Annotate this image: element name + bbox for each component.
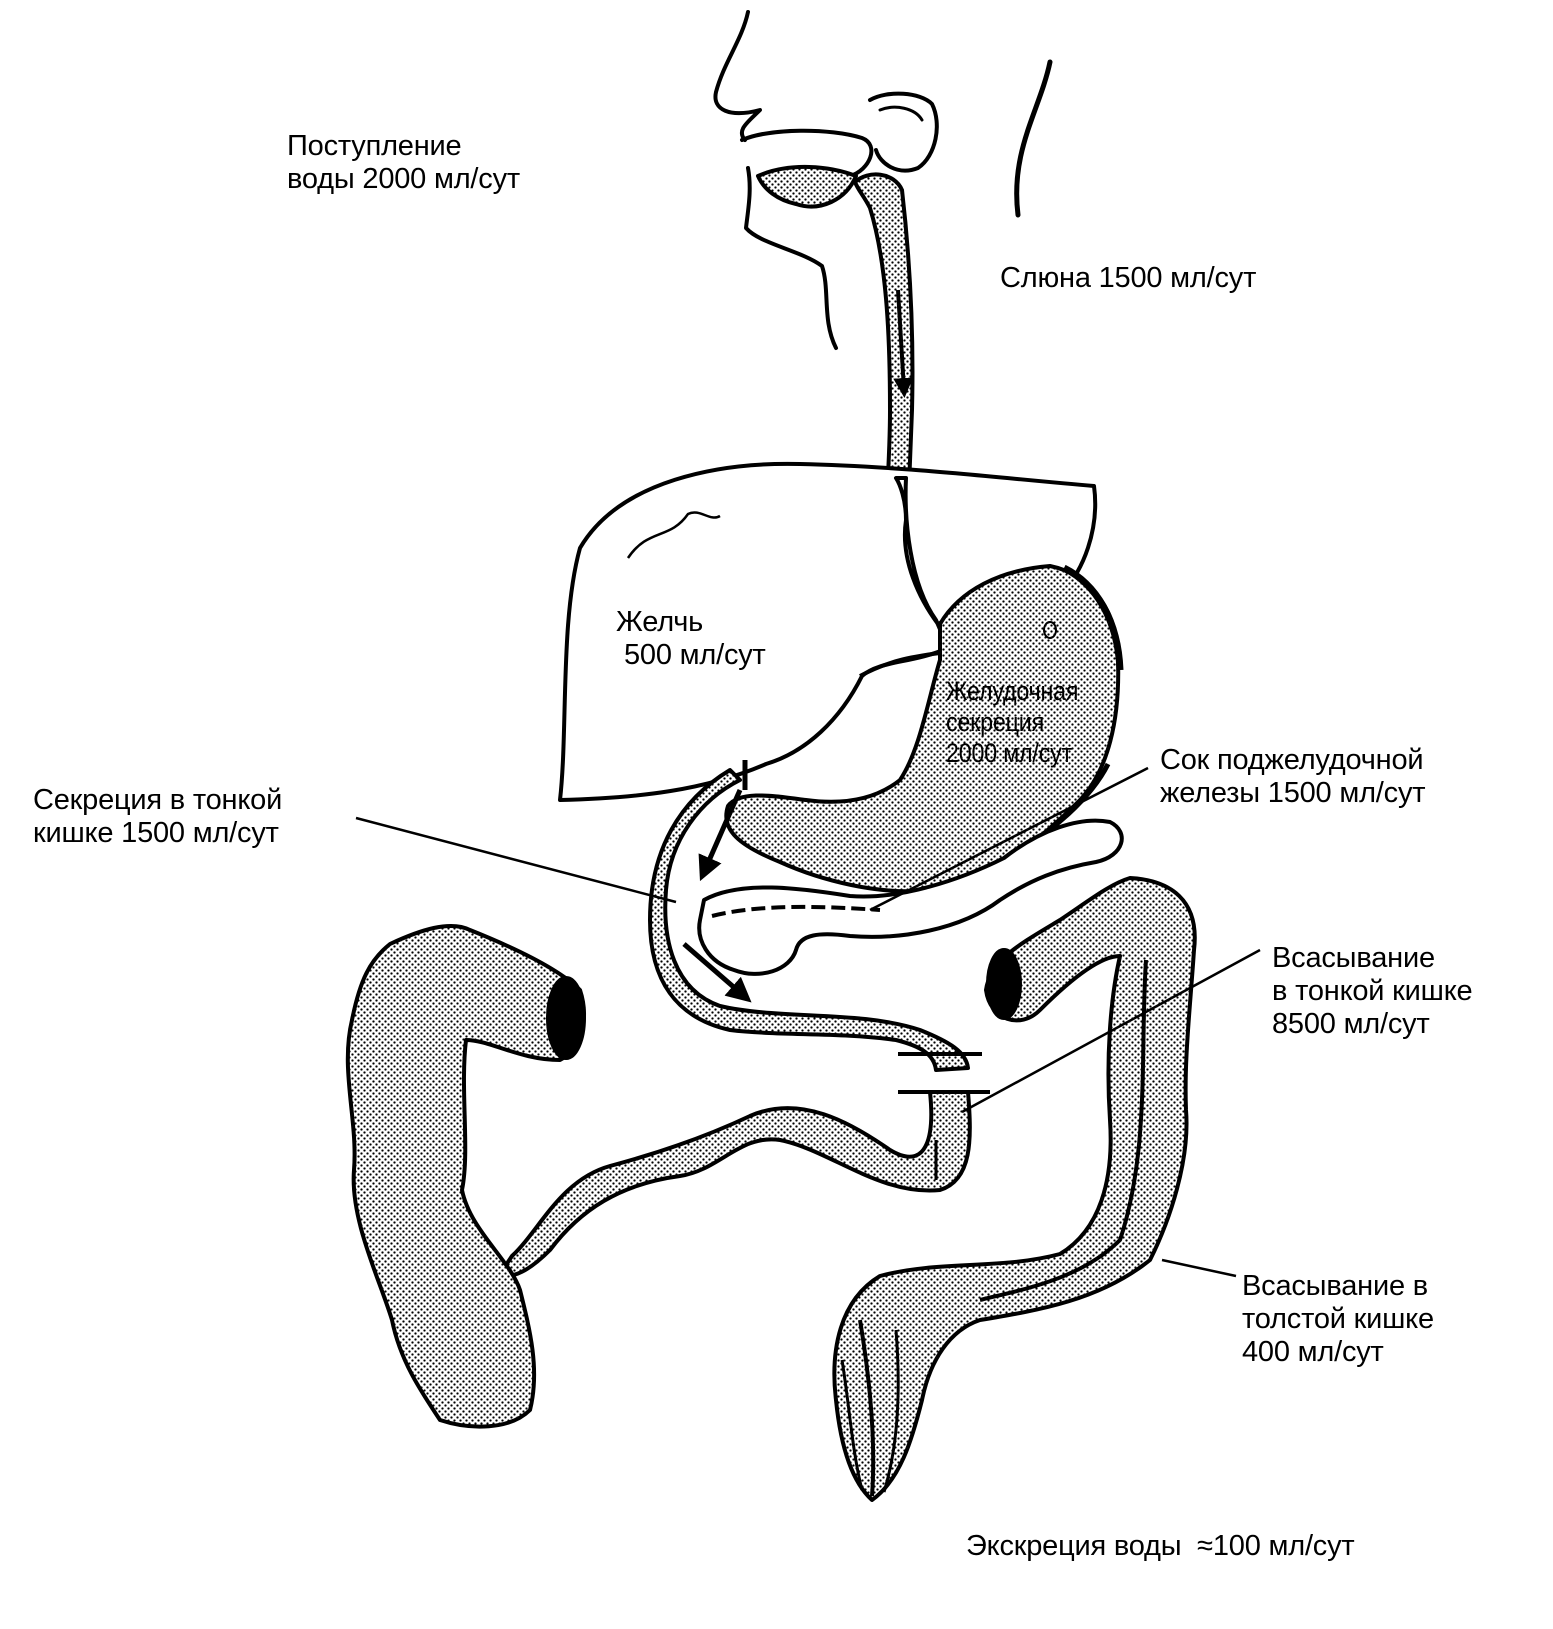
label-small-intestine-absorption: Всасывание в тонкой кишке 8500 мл/сут: [1272, 942, 1473, 1041]
label-large-absorption-line3: 400 мл/сут: [1242, 1336, 1384, 1368]
label-water-intake: Поступление воды 2000 мл/сут: [287, 130, 520, 196]
pancreas: [697, 818, 1124, 976]
label-small-secretion-line1: Секреция в тонкой: [33, 784, 283, 816]
label-gastric-secretion: Желудочная секреция 2000 мл/сут: [946, 676, 1079, 769]
digestive-tract-illustration: [345, 10, 1261, 1502]
small-intestine: [498, 1090, 972, 1278]
large-intestine: [345, 876, 1197, 1502]
duodenum: [648, 760, 990, 1094]
label-pancreatic-line1: Сок поджелудочной: [1160, 744, 1424, 776]
label-large-intestine-absorption: Всасывание в толстой кишке 400 мл/сут: [1242, 1270, 1434, 1369]
water-balance-diagram: Поступление воды 2000 мл/сут Слюна 1500 …: [33, 10, 1473, 1562]
label-water-intake-line1: Поступление: [287, 130, 462, 162]
face-profile: [713, 10, 1053, 350]
label-water-intake-line2: воды 2000 мл/сут: [287, 163, 520, 195]
label-gastric-line2: секреция: [946, 707, 1044, 737]
label-small-absorption-line2: в тонкой кишке: [1272, 975, 1473, 1007]
label-excretion-text: Экскреция воды ≈100 мл/сут: [966, 1530, 1355, 1562]
liver: [558, 461, 1098, 802]
label-small-absorption-line1: Всасывание: [1272, 942, 1435, 974]
label-large-absorption-line1: Всасывание в: [1242, 1270, 1428, 1302]
label-pancreatic-juice: Сок поджелудочной железы 1500 мл/сут: [1160, 744, 1426, 810]
label-bile-line1: Желчь: [616, 606, 704, 638]
label-small-absorption-line3: 8500 мл/сут: [1272, 1008, 1430, 1040]
label-water-excretion: Экскреция воды ≈100 мл/сут: [966, 1464, 1355, 1629]
pointer-lines: [355, 766, 1261, 1278]
label-bile: Желчь 500 мл/сут: [616, 606, 766, 672]
label-pancreatic-line2: железы 1500 мл/сут: [1160, 777, 1426, 809]
label-bile-line2: 500 мл/сут: [624, 639, 766, 671]
label-large-absorption-line2: толстой кишке: [1242, 1303, 1434, 1335]
label-saliva: Слюна 1500 мл/сут: [1000, 262, 1256, 295]
label-saliva-text: Слюна 1500 мл/сут: [1000, 262, 1257, 294]
label-gastric-line3: 2000 мл/сут: [946, 738, 1073, 768]
label-gastric-line1: Желудочная: [946, 676, 1079, 706]
label-small-intestine-secretion: Секреция в тонкой кишке 1500 мл/сут: [33, 784, 282, 850]
label-small-secretion-line2: кишке 1500 мл/сут: [33, 817, 279, 849]
